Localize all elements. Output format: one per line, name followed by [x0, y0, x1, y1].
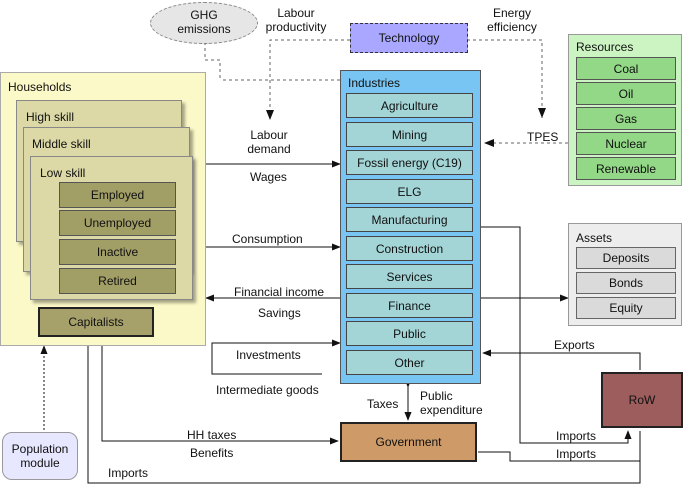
sector-services: Services	[346, 264, 473, 289]
tpes-label: TPES	[527, 130, 559, 144]
hh-taxes-benefits-arrow	[98, 321, 339, 445]
assets-title: Assets	[576, 231, 613, 245]
public-expenditure-label: Public expenditure	[420, 389, 483, 417]
investments-label: Investments	[236, 348, 301, 362]
taxes-label: Taxes	[367, 397, 399, 411]
sector-elg: ELG	[346, 179, 473, 204]
sector-agriculture: Agriculture	[346, 93, 473, 118]
status-unemployed: Unemployed	[59, 210, 176, 236]
status-employed: Employed	[59, 182, 176, 208]
high-skill-label: High skill	[26, 110, 75, 124]
sector-mining: Mining	[346, 122, 473, 147]
intermediate-goods-label: Intermediate goods	[216, 383, 319, 397]
resources-title: Resources	[576, 40, 634, 54]
households-title: Households	[8, 80, 72, 94]
ghg-emissions-node	[150, 2, 258, 44]
status-inactive: Inactive	[59, 239, 176, 265]
sector-finance: Finance	[346, 293, 473, 318]
population-module-node: Population module	[2, 432, 78, 480]
resource-renewable: Renewable	[576, 157, 676, 180]
ghg-link	[204, 44, 221, 78]
savings-label: Savings	[258, 306, 301, 320]
imports-row-arrow	[480, 226, 632, 444]
sector-fossil-energy: Fossil energy (C19)	[346, 150, 473, 175]
imports-bottom-line	[87, 345, 641, 484]
asset-equity: Equity	[576, 297, 676, 319]
exports-arrow	[482, 349, 641, 370]
middle-skill-label: Middle skill	[32, 137, 91, 151]
tech-energy-link	[467, 39, 543, 118]
benefits-label: Benefits	[190, 446, 234, 460]
resource-nuclear: Nuclear	[576, 132, 676, 155]
imports-bottom-label: Imports	[108, 466, 149, 480]
status-retired: Retired	[59, 268, 176, 294]
hh-taxes-label: HH taxes	[187, 428, 237, 442]
low-skill-label: Low skill	[40, 166, 86, 180]
sector-construction: Construction	[346, 236, 473, 261]
imports-gov-line	[478, 431, 641, 462]
industries-title: Industries	[348, 76, 401, 90]
labour-productivity-label: Labour productivity	[265, 6, 327, 34]
resource-oil: Oil	[576, 82, 676, 105]
wages-label: Wages	[250, 170, 287, 184]
ghg-emissions-label: GHG emissions	[177, 8, 231, 36]
sector-other: Other	[346, 350, 473, 375]
asset-bonds: Bonds	[576, 272, 676, 294]
consumption-label: Consumption	[232, 232, 303, 246]
sector-public: Public	[346, 321, 473, 346]
imports-row-label: Imports	[556, 429, 597, 443]
tech-labour-link	[269, 39, 350, 120]
asset-deposits: Deposits	[576, 247, 676, 269]
technology-node: Technology	[350, 23, 468, 53]
energy-efficiency-label: Energy efficiency	[487, 6, 537, 34]
row-node: RoW	[601, 372, 683, 428]
government-node: Government	[340, 422, 477, 462]
capitalists-node: Capitalists	[38, 307, 154, 337]
imports-gov-label: Imports	[556, 447, 597, 461]
exports-label: Exports	[554, 338, 595, 352]
financial-income-label: Financial income	[234, 285, 325, 299]
resource-gas: Gas	[576, 107, 676, 130]
sector-manufacturing: Manufacturing	[346, 207, 473, 232]
labour-demand-label: Labour demand	[247, 128, 291, 156]
resource-coal: Coal	[576, 57, 676, 80]
